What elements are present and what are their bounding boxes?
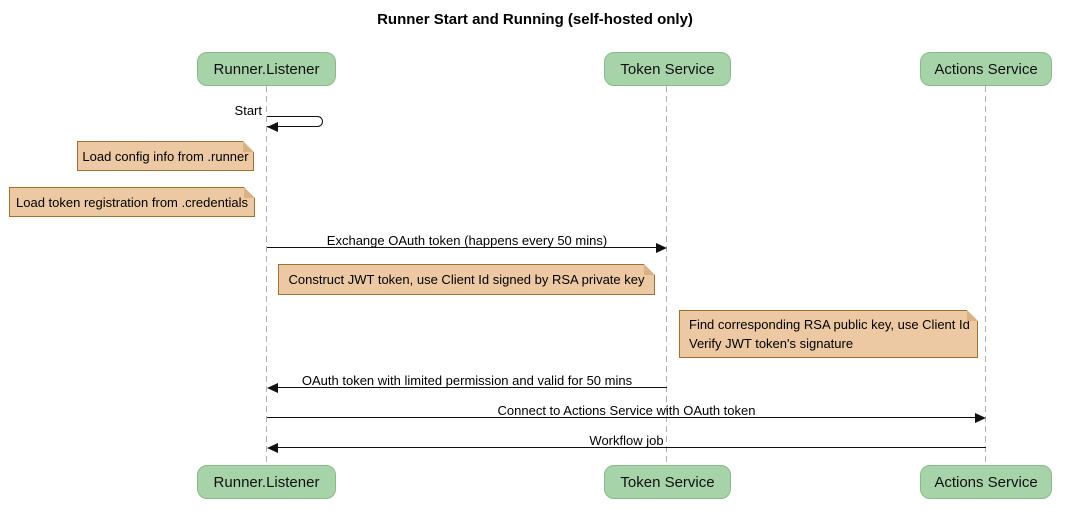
- self-message-loop: [267, 116, 323, 127]
- note-text-line2: Verify JWT token's signature: [689, 336, 854, 351]
- arrowhead-left-icon: [267, 383, 278, 393]
- arrowhead-left-icon: [267, 122, 278, 132]
- lifeline-token-service: [666, 86, 667, 465]
- note-load-token-registration: Load token registration from .credential…: [9, 187, 255, 217]
- message-label-start: Start: [234, 103, 262, 118]
- participant-actions-service-top: Actions Service: [920, 52, 1052, 86]
- lifeline-actions-service: [985, 86, 986, 465]
- participant-label: Runner.Listener: [213, 60, 320, 78]
- message-line-oauth-return: [277, 387, 667, 388]
- message-label-workflow-job: Workflow job: [589, 433, 664, 448]
- lifeline-runner-listener: [266, 86, 267, 465]
- note-text: Load config info from .runner: [82, 148, 249, 164]
- note-construct-jwt: Construct JWT token, use Client Id signe…: [278, 264, 655, 295]
- arrowhead-left-icon: [267, 443, 278, 453]
- participant-label: Actions Service: [934, 60, 1038, 78]
- participant-token-service-top: Token Service: [604, 52, 731, 86]
- note-load-config: Load config info from .runner: [77, 141, 254, 171]
- participant-runner-listener-top: Runner.Listener: [197, 52, 336, 86]
- participant-label: Token Service: [620, 473, 715, 491]
- participant-label: Actions Service: [934, 473, 1038, 491]
- diagram-title: Runner Start and Running (self-hosted on…: [377, 11, 693, 28]
- message-line-exchange-oauth: [267, 247, 657, 248]
- message-label-exchange-oauth: Exchange OAuth token (happens every 50 m…: [326, 233, 608, 248]
- arrowhead-right-icon: [975, 413, 986, 423]
- message-label-connect: Connect to Actions Service with OAuth to…: [497, 403, 756, 418]
- participant-token-service-bottom: Token Service: [604, 465, 731, 499]
- participant-label: Token Service: [620, 60, 715, 78]
- note-text-line1: Find corresponding RSA public key, use C…: [689, 317, 970, 332]
- message-label-oauth-return: OAuth token with limited permission and …: [301, 373, 633, 388]
- arrowhead-right-icon: [656, 243, 667, 253]
- message-line-workflow-job: [277, 447, 986, 448]
- note-text: Load token registration from .credential…: [16, 194, 248, 210]
- participant-actions-service-bottom: Actions Service: [920, 465, 1052, 499]
- note-verify-jwt: Find corresponding RSA public key, use C…: [679, 310, 978, 358]
- participant-runner-listener-bottom: Runner.Listener: [197, 465, 336, 499]
- message-line-connect: [267, 417, 976, 418]
- participant-label: Runner.Listener: [213, 473, 320, 491]
- note-text: Construct JWT token, use Client Id signe…: [288, 272, 645, 287]
